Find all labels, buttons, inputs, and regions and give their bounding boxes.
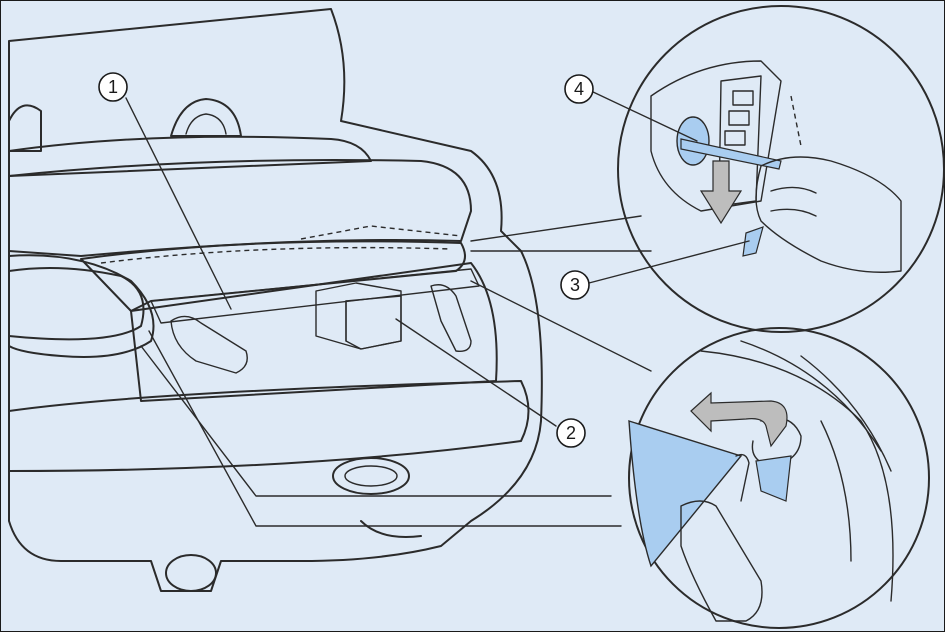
- person-arm: [8, 254, 155, 358]
- trunk-liner-highlight: [150, 268, 480, 324]
- callout-4: 4: [564, 74, 594, 104]
- callout-leaders: [125, 90, 750, 427]
- callout-2: 2: [556, 418, 586, 448]
- detail-circle-top: [470, 5, 945, 333]
- callout-3-label: 3: [570, 275, 580, 295]
- callout-2-label: 2: [566, 423, 576, 443]
- callout-1: 1: [98, 72, 128, 102]
- storage-box: [315, 282, 402, 350]
- detail-circle-bottom: [140, 280, 930, 629]
- callout-3: 3: [560, 270, 590, 300]
- car-rear-body: [8, 8, 543, 592]
- callout-4-label: 4: [574, 79, 584, 99]
- callout-1-label: 1: [108, 77, 118, 97]
- hands-in-trunk: [170, 284, 472, 374]
